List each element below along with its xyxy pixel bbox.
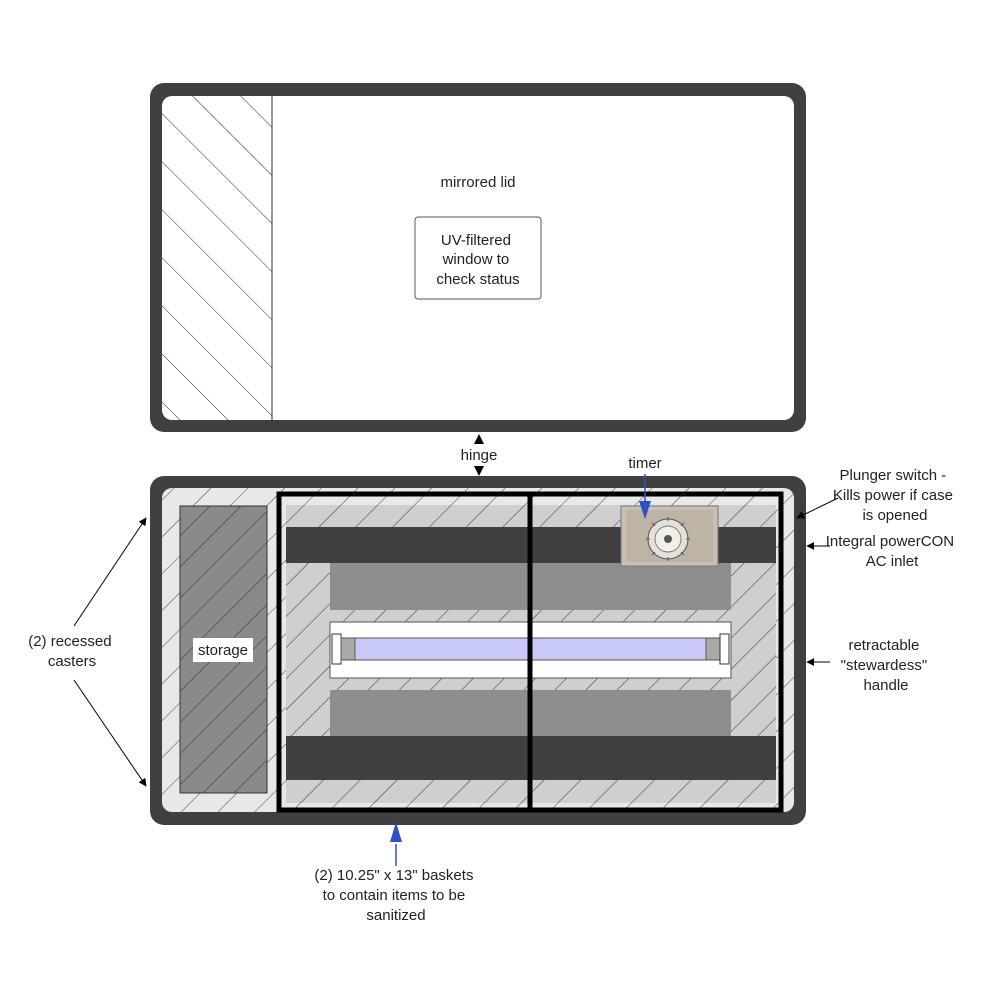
lid-hatched-panel <box>162 96 272 420</box>
uv-window-label: UV-filtered window to check status <box>436 232 519 288</box>
plunger-switch-label: Plunger switch - Kills power if case is … <box>833 467 957 524</box>
casters-label: (2) recessed casters <box>28 633 116 670</box>
handle-label: retractable "stewardess" handle <box>841 637 932 694</box>
hinge-indicator: hinge <box>461 434 498 476</box>
timer-label: timer <box>628 455 661 472</box>
lid-label: mirrored lid <box>440 174 515 191</box>
case-base: storage <box>150 476 806 825</box>
uv-window <box>414 216 542 300</box>
baskets-arrow <box>390 822 402 866</box>
baskets-label: (2) 10.25" x 13" baskets to contain item… <box>314 867 477 924</box>
lid: mirrored lid UV-filtered window to check… <box>150 83 806 432</box>
timer-dial <box>620 505 719 567</box>
plunger-arrow <box>796 497 839 519</box>
storage-label: storage <box>198 642 248 659</box>
casters-arrows <box>73 517 147 787</box>
inlet-label: Integral powerCON AC inlet <box>826 533 959 570</box>
hinge-label: hinge <box>461 447 498 464</box>
baskets <box>276 491 784 813</box>
storage-label-bg <box>193 638 253 662</box>
timer-arrow <box>639 474 651 519</box>
